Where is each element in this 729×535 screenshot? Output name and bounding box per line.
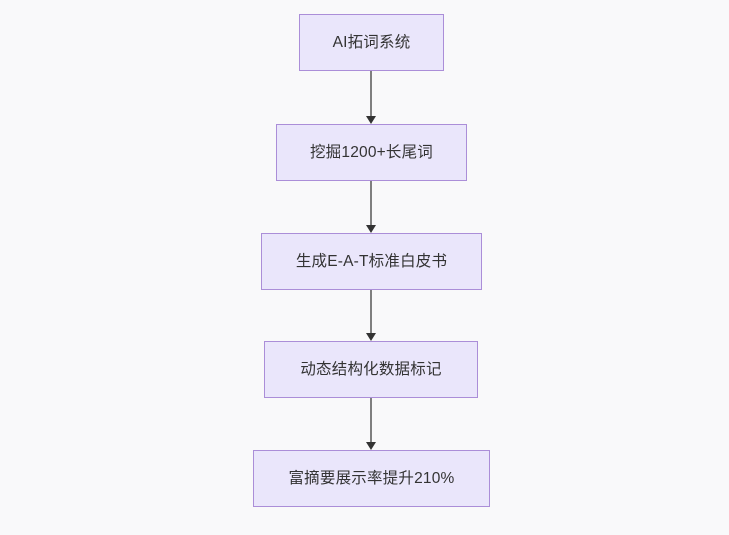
flow-node-label: 生成E-A-T标准白皮书 <box>295 252 448 270</box>
connector-line <box>370 181 372 226</box>
flow-node-5[interactable]: 富摘要展示率提升210% <box>253 450 490 507</box>
connector-line <box>370 290 372 334</box>
flow-node-1[interactable]: AI拓词系统 <box>299 14 444 71</box>
flow-node-4[interactable]: 动态结构化数据标记 <box>264 341 478 398</box>
connector-line <box>370 398 372 443</box>
flow-node-label: AI拓词系统 <box>332 33 411 51</box>
arrowhead-icon <box>366 333 376 341</box>
flow-node-3[interactable]: 生成E-A-T标准白皮书 <box>261 233 482 290</box>
arrowhead-icon <box>366 442 376 450</box>
arrowhead-icon <box>366 225 376 233</box>
flow-node-2[interactable]: 挖掘1200+长尾词 <box>276 124 467 181</box>
flow-node-label: 挖掘1200+长尾词 <box>309 143 434 161</box>
arrowhead-icon <box>366 116 376 124</box>
flow-node-label: 动态结构化数据标记 <box>300 360 442 378</box>
flow-node-label: 富摘要展示率提升210% <box>288 469 455 487</box>
connector-line <box>370 71 372 117</box>
